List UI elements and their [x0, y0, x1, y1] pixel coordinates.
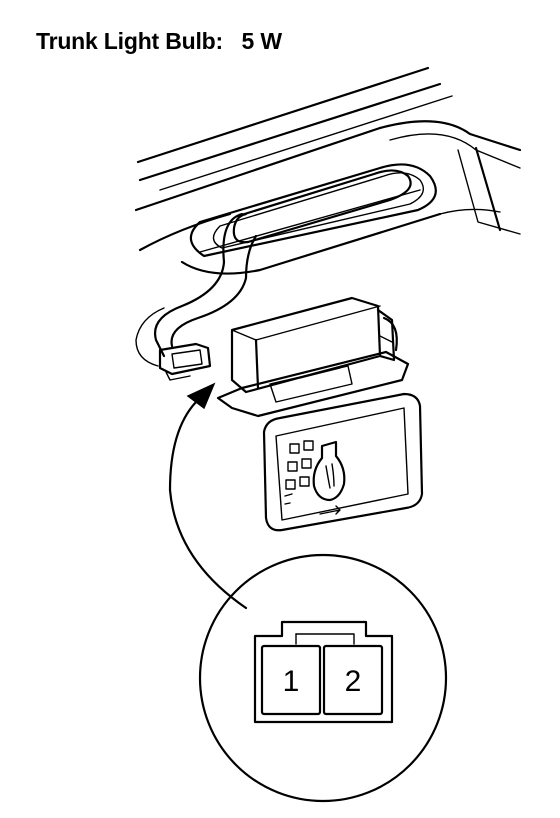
- diagram-title: Trunk Light Bulb: 5 W: [36, 28, 282, 55]
- detail-pointer-arrow: [168, 382, 248, 610]
- wattage-value: 5 W: [241, 28, 282, 54]
- pin-2-label: 2: [345, 665, 362, 698]
- connector-detail: 1 2: [198, 553, 448, 803]
- wire-harness: [135, 169, 412, 367]
- title-label: Trunk Light Bulb:: [36, 28, 223, 54]
- wedge-bulb: [312, 440, 346, 502]
- lens-cover: [262, 392, 424, 532]
- harness-connector: [158, 342, 212, 381]
- pin-1-label: 1: [283, 665, 300, 698]
- lamp-housing: [216, 296, 410, 418]
- trunk-lid-panel: [134, 66, 522, 275]
